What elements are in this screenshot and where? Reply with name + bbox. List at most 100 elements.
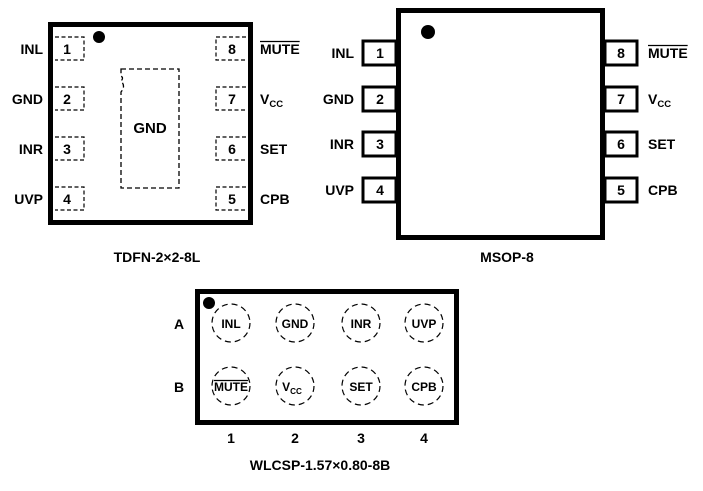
pin-lead <box>603 176 639 204</box>
pin-number: 8 <box>617 45 625 61</box>
solder-ball <box>341 303 381 343</box>
pin-name-main: INR <box>330 136 354 152</box>
wlcsp-ball-B2: VCC <box>275 366 315 406</box>
pin-number: 1 <box>63 41 71 57</box>
pin-number: 5 <box>228 191 236 207</box>
pin-number: 3 <box>376 136 384 152</box>
ball-name-main: V <box>282 380 290 394</box>
pin-lead <box>361 39 398 67</box>
ball-name: MUTE <box>214 380 248 394</box>
pin-number: 8 <box>228 41 236 57</box>
pin-name: INL <box>331 45 354 61</box>
pin-name-main: SET <box>648 136 676 152</box>
pin-name-subscript: CC <box>269 99 283 110</box>
ball-name: UVP <box>412 317 437 331</box>
pin-name: SET <box>648 136 676 152</box>
pin-pad <box>215 36 246 61</box>
pin-pad <box>55 186 85 211</box>
pin-name-main: INL <box>20 41 43 57</box>
pin-number: 6 <box>617 136 625 152</box>
pin1-indicator-dot <box>421 25 435 39</box>
pin-name: INL <box>20 41 43 57</box>
solder-ball <box>211 303 251 343</box>
ball-name: CPB <box>411 380 437 394</box>
pin-name-subscript: CC <box>657 99 671 110</box>
pin-name-main: SET <box>260 141 288 157</box>
pin-lead <box>361 130 398 158</box>
pin-lead <box>361 176 398 204</box>
pin-name-main: UVP <box>325 182 354 198</box>
wlcsp-body <box>195 289 459 425</box>
pin-name: CPB <box>260 191 290 207</box>
msop-body <box>396 8 605 240</box>
msop-pin-6: 6 SET <box>603 130 676 158</box>
msop-pin-1: 1 INL <box>331 39 398 67</box>
ball-name-main: MUTE <box>214 380 248 394</box>
ball-name-main: INR <box>351 317 372 331</box>
pin-name: VCC <box>260 91 283 110</box>
pin-lead <box>603 39 639 67</box>
column-label: 1 <box>227 430 235 446</box>
pin-name: UVP <box>14 191 43 207</box>
pin-name: INR <box>330 136 354 152</box>
pin-name: INR <box>19 141 43 157</box>
wlcsp-ball-B3: SET <box>341 366 381 406</box>
msop-pin-8: 8 MUTE <box>603 39 688 67</box>
ball-name-main: CPB <box>411 380 437 394</box>
pin-number: 1 <box>376 45 384 61</box>
msop-pin-3: 3 INR <box>330 130 398 158</box>
pin-name-main: GND <box>12 91 43 107</box>
wlcsp-ball-A1: INL <box>211 303 251 343</box>
tdfn-pin-8: 8 MUTE <box>215 36 300 61</box>
ball-name-main: INL <box>221 317 240 331</box>
pin-name-main: CPB <box>260 191 290 207</box>
wlcsp-ball-B4: CPB <box>404 366 444 406</box>
pin-number: 5 <box>617 182 625 198</box>
pin-pad <box>55 86 85 111</box>
pin-name-main: MUTE <box>260 41 300 57</box>
column-label: 4 <box>420 430 428 446</box>
pin-name: UVP <box>325 182 354 198</box>
pin-name: MUTE <box>260 41 300 57</box>
pin-number: 4 <box>63 191 71 207</box>
pin-pad <box>55 36 85 61</box>
pin-number: 2 <box>63 91 71 107</box>
pin-name-main: UVP <box>14 191 43 207</box>
tdfn-pin-2: 2 GND <box>12 86 85 111</box>
wlcsp-caption: WLCSP-1.57×0.80-8B <box>250 457 390 473</box>
tdfn-exposed-pad-label: GND <box>133 120 167 137</box>
tdfn-pin-6: 6 SET <box>215 136 288 161</box>
solder-ball <box>404 303 444 343</box>
pin-name-main: V <box>648 91 658 107</box>
tdfn-pin-5: 5 CPB <box>215 186 290 211</box>
row-label: B <box>174 379 184 395</box>
ball-name-main: UVP <box>412 317 437 331</box>
pin-pad <box>215 186 246 211</box>
pin-number: 2 <box>376 91 384 107</box>
pin-name: CPB <box>648 182 678 198</box>
pin-lead <box>361 85 398 113</box>
column-label: 2 <box>291 430 299 446</box>
pin-number: 6 <box>228 141 236 157</box>
pin-name: GND <box>323 91 354 107</box>
pin-name-main: CPB <box>648 182 678 198</box>
tdfn-exposed-pad <box>120 68 180 189</box>
pin-name-main: GND <box>323 91 354 107</box>
solder-ball <box>404 366 444 406</box>
solder-ball <box>275 366 315 406</box>
pin-name-main: INR <box>19 141 43 157</box>
msop-caption: MSOP-8 <box>480 249 534 265</box>
pin-name-main: INL <box>331 45 354 61</box>
ball-name: GND <box>282 317 309 331</box>
pin-lead <box>603 130 639 158</box>
pin-name-main: MUTE <box>648 45 688 61</box>
pin-name: SET <box>260 141 288 157</box>
